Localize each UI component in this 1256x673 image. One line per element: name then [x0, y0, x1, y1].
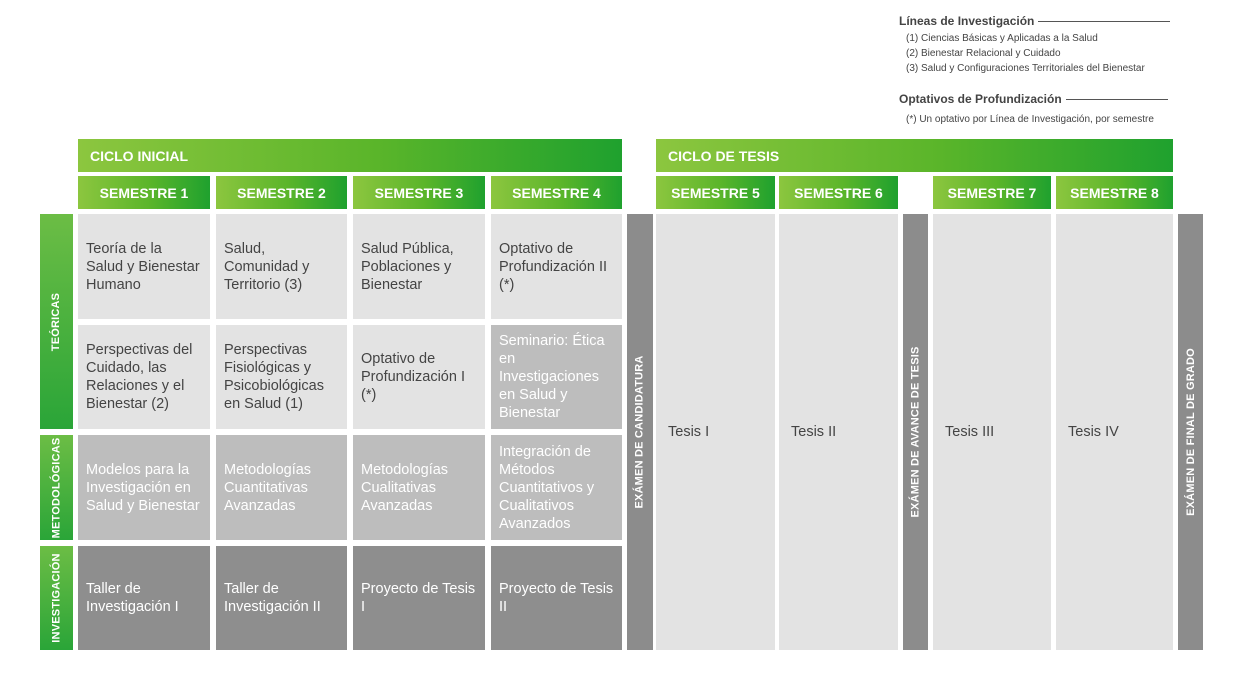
- course-cell: Salud, Comunidad y Territorio (3): [216, 214, 347, 319]
- course-cell: Taller de Investigación II: [216, 546, 347, 650]
- row-label-investigacion: INVESTIGACIÓN: [40, 546, 73, 650]
- exam-final-grado-text: EXÁMEN DE FINAL DE GRADO: [1184, 348, 1197, 516]
- course-cell: Optativo de Profundización I (*): [353, 325, 485, 429]
- semester-3-header: SEMESTRE 3: [353, 176, 485, 209]
- course-cell: Integración de Métodos Cuantitativos y C…: [491, 435, 622, 540]
- exam-avance-tesis: EXÁMEN DE AVANCE DE TESIS: [903, 214, 928, 650]
- course-cell: Salud Pública, Poblaciones y Bienestar: [353, 214, 485, 319]
- legend-line-3: (3) Salud y Configuraciones Territoriale…: [906, 63, 1145, 74]
- semester-8-header: SEMESTRE 8: [1056, 176, 1173, 209]
- course-cell: Perspectivas del Cuidado, las Relaciones…: [78, 325, 210, 429]
- course-cell: Metodologías Cuantitativas Avanzadas: [216, 435, 347, 540]
- cycle-thesis-header: CICLO DE TESIS: [656, 139, 1173, 172]
- legend-divider: [1065, 98, 1168, 100]
- row-label-metodologicas-text: METODOLÓGICAS: [50, 437, 63, 538]
- course-cell: Seminario: Ética en Investigaciones en S…: [491, 325, 622, 429]
- thesis-cell: Tesis III: [933, 214, 1051, 650]
- legend-line-1: (1) Ciencias Básicas y Aplicadas a la Sa…: [906, 33, 1098, 44]
- row-label-investigacion-text: INVESTIGACIÓN: [50, 553, 63, 643]
- semester-7-header: SEMESTRE 7: [933, 176, 1051, 209]
- legend-line-2: (2) Bienestar Relacional y Cuidado: [906, 48, 1061, 59]
- semester-1-header: SEMESTRE 1: [78, 176, 210, 209]
- course-cell: Metodologías Cualitativas Avanzadas: [353, 435, 485, 540]
- course-cell: Optativo de Profundización II (*): [491, 214, 622, 319]
- legend-lines-title: Líneas de Investigación: [899, 14, 1171, 28]
- exam-candidatura: EXÁMEN DE CANDIDATURA: [627, 214, 653, 650]
- legend-lines-title-text: Líneas de Investigación: [899, 14, 1035, 28]
- course-cell: Teoría de la Salud y Bienestar Humano: [78, 214, 210, 319]
- course-cell: Perspectivas Fisiológicas y Psicobiológi…: [216, 325, 347, 429]
- legend-divider: [1038, 20, 1171, 22]
- thesis-cell: Tesis IV: [1056, 214, 1173, 650]
- cycle-initial-header: CICLO INICIAL: [78, 139, 622, 172]
- exam-candidatura-text: EXÁMEN DE CANDIDATURA: [634, 355, 647, 509]
- thesis-cell: Tesis I: [656, 214, 775, 650]
- course-cell: Proyecto de Tesis II: [491, 546, 622, 650]
- row-label-teoricas: TEÓRICAS: [40, 214, 73, 429]
- exam-final-grado: EXÁMEN DE FINAL DE GRADO: [1178, 214, 1203, 650]
- semester-5-header: SEMESTRE 5: [656, 176, 775, 209]
- row-label-teoricas-text: TEÓRICAS: [50, 292, 63, 351]
- course-cell: Taller de Investigación I: [78, 546, 210, 650]
- row-label-metodologicas: METODOLÓGICAS: [40, 435, 73, 540]
- semester-4-header: SEMESTRE 4: [491, 176, 622, 209]
- exam-avance-tesis-text: EXÁMEN DE AVANCE DE TESIS: [909, 346, 922, 518]
- legend-optativos-note: (*) Un optativo por Línea de Investigaci…: [906, 114, 1154, 125]
- thesis-cell: Tesis II: [779, 214, 898, 650]
- course-cell: Proyecto de Tesis I: [353, 546, 485, 650]
- course-cell: Modelos para la Investigación en Salud y…: [78, 435, 210, 540]
- legend-optativos-title: Optativos de Profundización: [899, 92, 1171, 106]
- semester-6-header: SEMESTRE 6: [779, 176, 898, 209]
- legend-optativos-title-text: Optativos de Profundización: [899, 92, 1062, 106]
- semester-2-header: SEMESTRE 2: [216, 176, 347, 209]
